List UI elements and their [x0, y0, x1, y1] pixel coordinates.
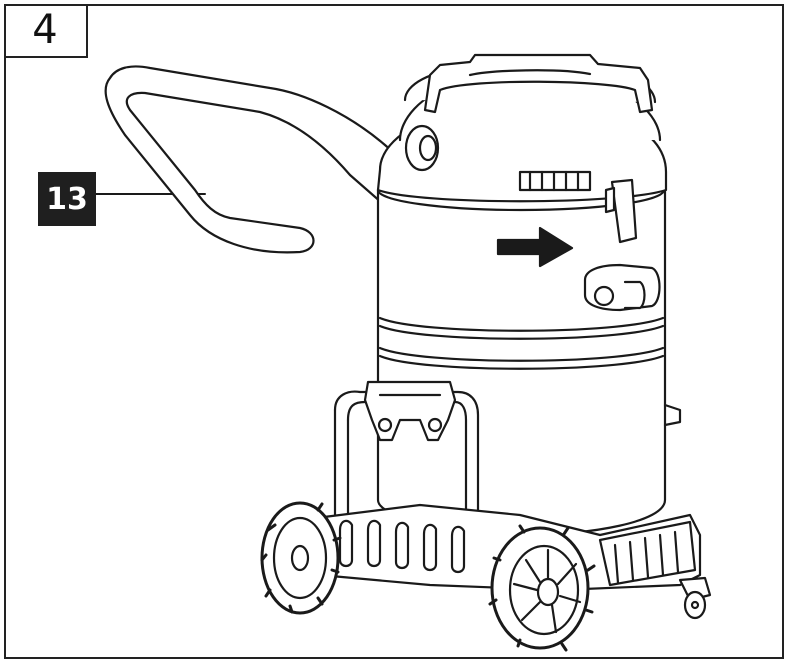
trolley-frame [333, 380, 480, 542]
caster-wheel [678, 576, 712, 620]
right-arrow-icon [496, 226, 574, 268]
left-wheel [260, 501, 342, 615]
part-callout-label: 13 [38, 172, 96, 226]
motor-head [376, 53, 668, 244]
step-number: 4 [4, 4, 88, 58]
right-wheel [488, 524, 596, 652]
inlet-socket [583, 263, 661, 312]
base-tray [298, 503, 702, 592]
